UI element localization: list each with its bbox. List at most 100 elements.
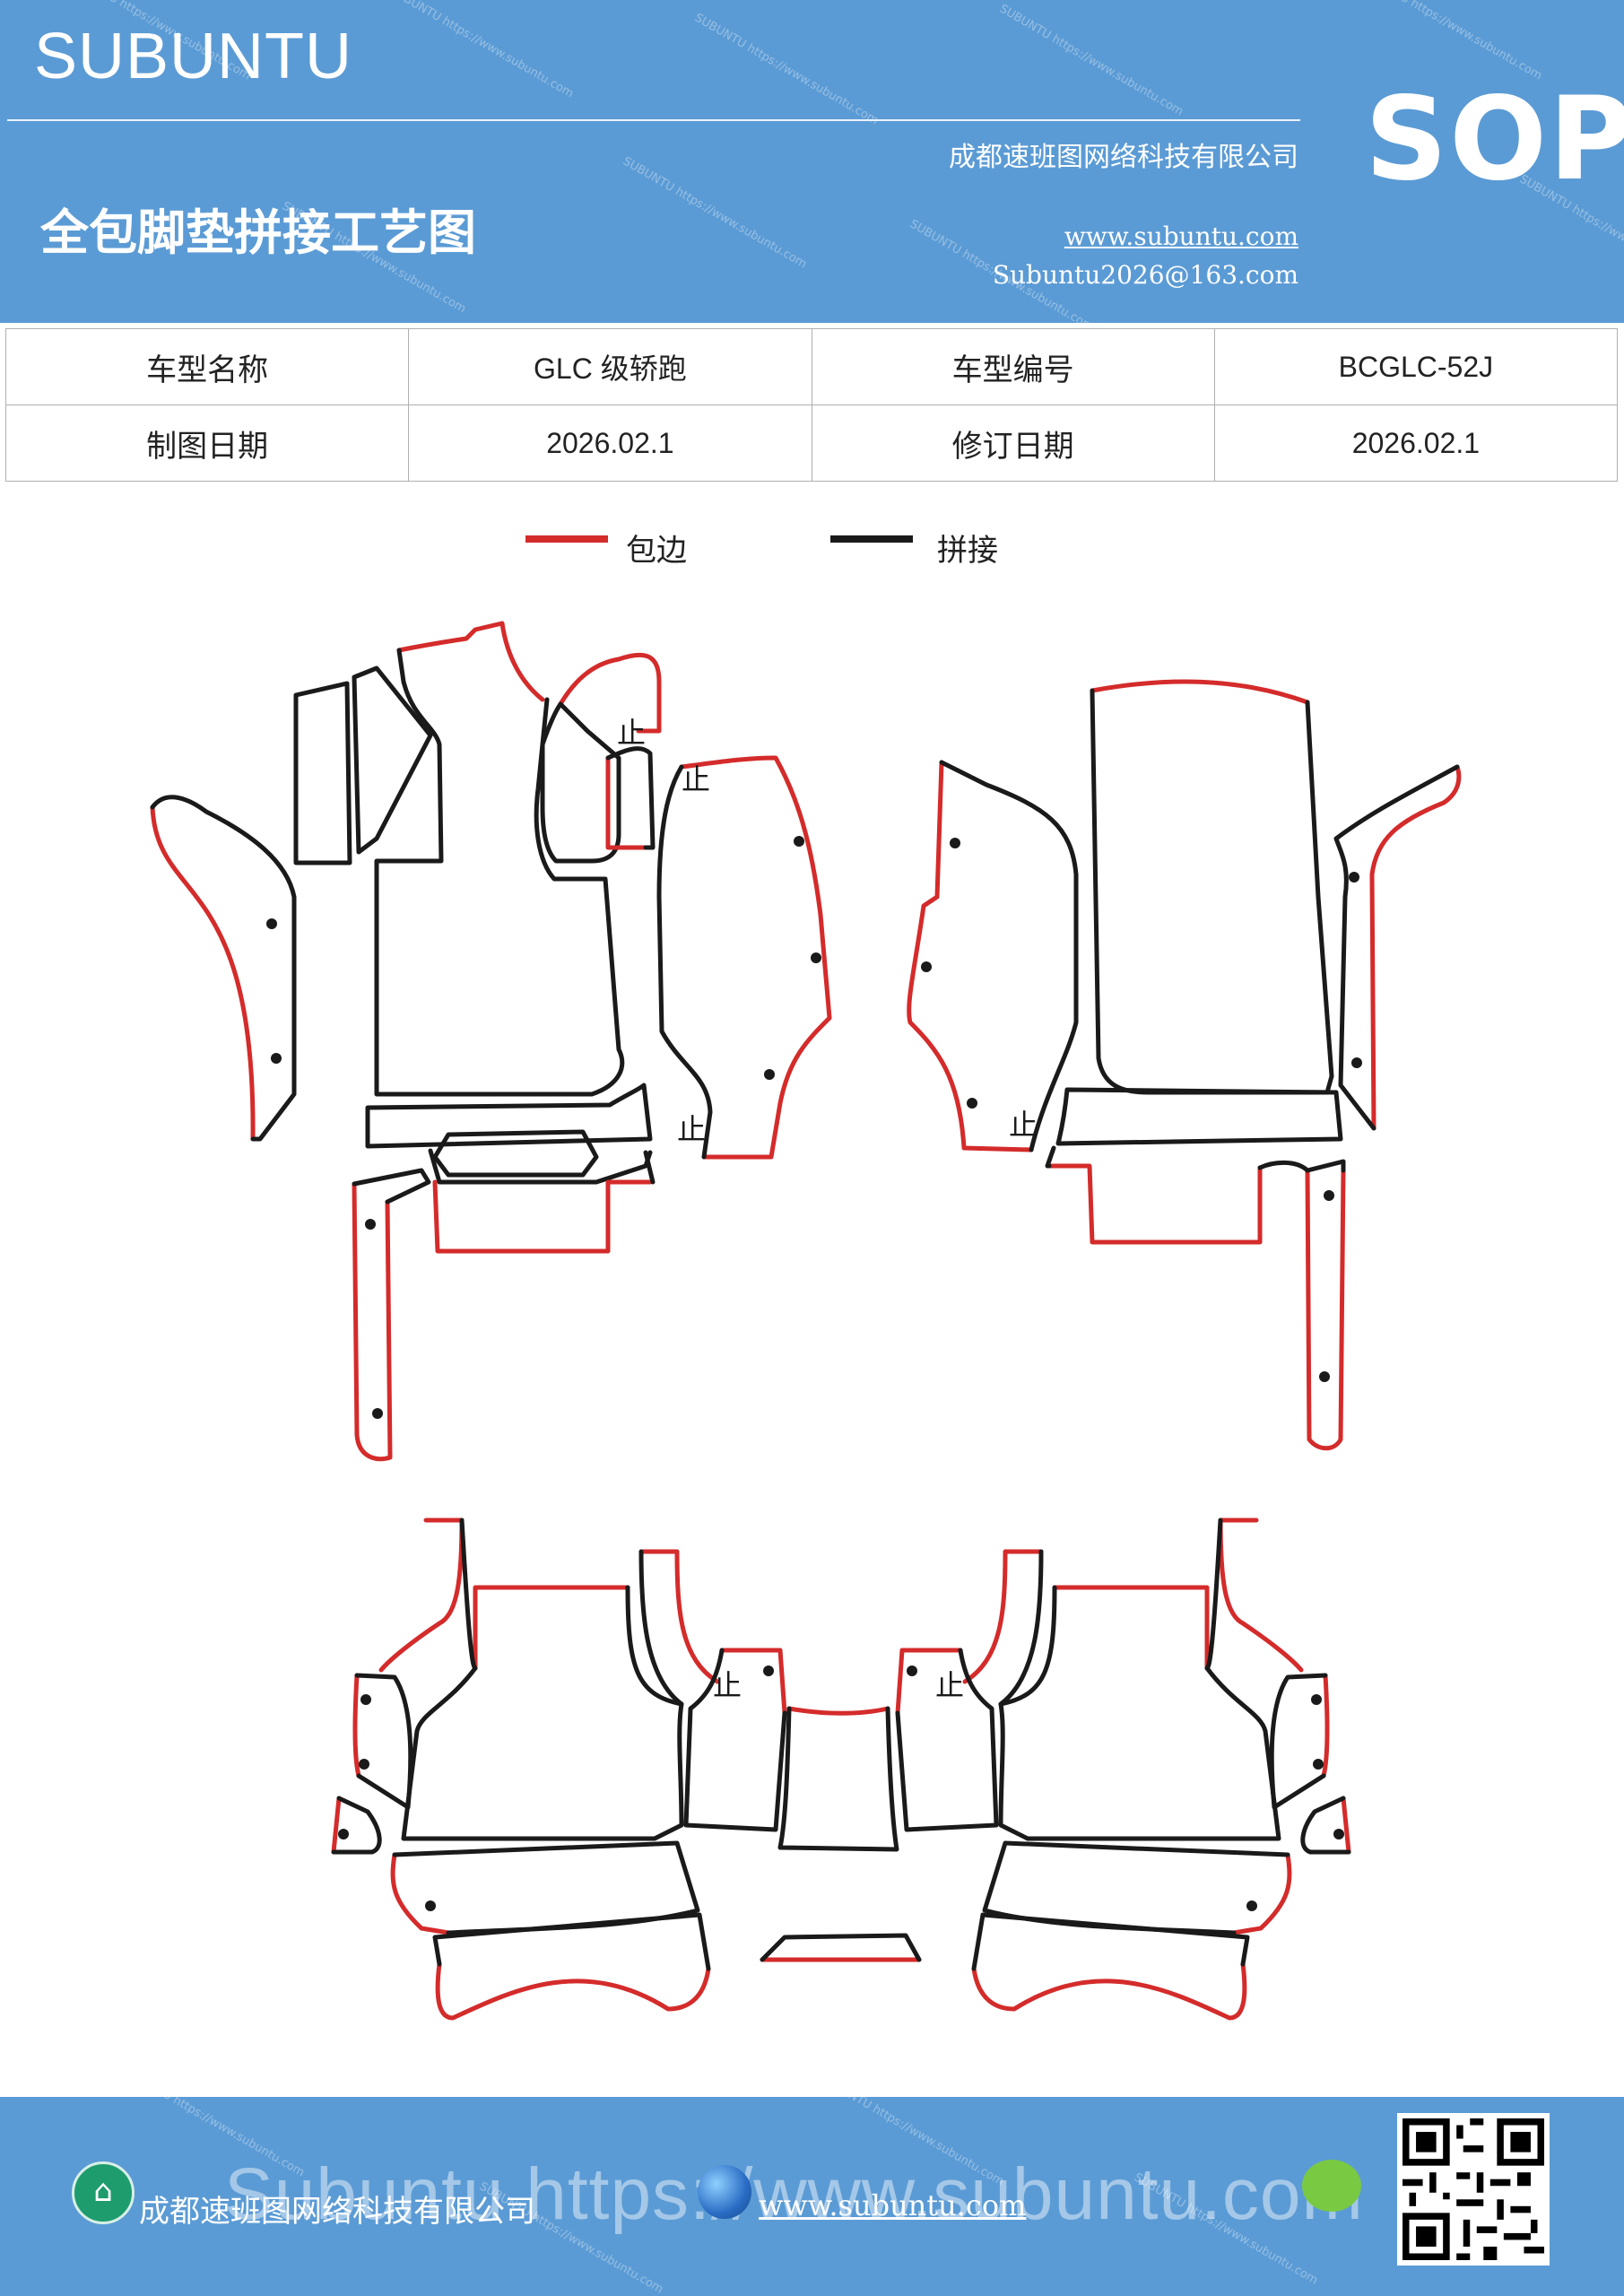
mat-piece (352, 1168, 431, 1205)
rear-right-mat-group (895, 1518, 1351, 2021)
globe-icon (698, 2165, 751, 2219)
mat-piece (352, 1673, 361, 1779)
mat-piece (352, 665, 433, 855)
mat-piece (998, 1549, 1044, 1707)
mat-piece (150, 795, 297, 1142)
legend-swatch-seam (830, 535, 913, 543)
mat-piece (1257, 1159, 1346, 1173)
mat-piece (374, 648, 625, 1097)
mat-piece (1341, 1796, 1351, 1855)
mat-piece (939, 760, 1079, 1152)
mat-piece (638, 1549, 720, 1684)
mat-piece (459, 1518, 478, 1671)
sop-label: SOP (1365, 73, 1624, 206)
stop-mark: 止 (682, 762, 710, 796)
clip-hole (372, 1408, 383, 1419)
mat-piece (786, 1706, 890, 1716)
mat-piece (365, 1083, 653, 1149)
qr-code-pattern (1403, 2118, 1544, 2260)
mat-piece (777, 1706, 899, 1852)
clip-hole (1311, 1694, 1322, 1705)
mat-piece (352, 1181, 393, 1462)
clip-hole (359, 1759, 369, 1770)
clip-hole (764, 1069, 775, 1080)
wechat-icon (1302, 2160, 1361, 2212)
mat-piece (1218, 1518, 1304, 1673)
document-title: 全包脚垫拼接工艺图 (40, 204, 476, 261)
mat-piece (331, 1796, 342, 1855)
clip-hole (266, 918, 277, 929)
mat-piece (962, 1549, 1044, 1684)
mat-piece (1369, 764, 1462, 1131)
mat-piece (1321, 1673, 1330, 1779)
clip-hole (1349, 872, 1359, 883)
clip-hole (360, 1694, 371, 1705)
mat-piece (428, 1148, 653, 1185)
mat-piece (971, 1961, 1247, 2021)
legend-swatch-edge (525, 535, 608, 543)
mat-piece (401, 1585, 684, 1841)
drawing-date-label: 制图日期 (4, 404, 410, 482)
clip-holes (266, 836, 1362, 1911)
drawing-date-value: 2026.02.1 (408, 404, 812, 482)
clip-hole (921, 961, 932, 972)
mat-piece (435, 1961, 711, 2021)
table-row: 制图日期 2026.02.1 修订日期 2026.02.1 (4, 404, 1619, 482)
clip-hole (763, 1665, 774, 1676)
mat-piece (293, 681, 352, 865)
stop-mark: 止 (1009, 1108, 1038, 1142)
clip-hole (1351, 1057, 1362, 1068)
mat-piece (719, 1648, 787, 1716)
mat-piece (1090, 688, 1334, 1095)
vehicle-info-table: 车型名称 GLC 级轿跑 车型编号 BCGLC-52J 制图日期 2026.02… (4, 328, 1619, 482)
mat-piece (396, 621, 545, 702)
mat-piece (1090, 679, 1310, 705)
legend-label-edge: 包边 (626, 533, 687, 569)
stop-mark: 止 (935, 1668, 964, 1702)
clip-hole (1319, 1371, 1330, 1382)
clip-hole (338, 1829, 349, 1839)
front-right-mat-group (907, 679, 1462, 1451)
clip-hole (271, 1053, 282, 1064)
model-code-value: BCGLC-52J (1213, 328, 1619, 405)
rear-center-mat-group (760, 1706, 922, 1962)
front-left-mat-group (150, 621, 832, 1462)
mat-piece (390, 1852, 451, 1935)
mat-piece (1300, 1796, 1351, 1855)
clip-hole (1246, 1900, 1257, 1911)
mat-piece (656, 764, 713, 1160)
mat-piece (895, 1648, 999, 1832)
mat-piece (1231, 1852, 1292, 1935)
footer-website-link[interactable]: www.subuntu.com (759, 2188, 1027, 2222)
mat-piece (1046, 1163, 1263, 1245)
mat-piece (1204, 1518, 1223, 1671)
website-link[interactable]: www.subuntu.com (1064, 222, 1298, 251)
rear-left-mat-group (331, 1518, 787, 2021)
mat-piece (679, 755, 832, 1160)
page-header: SUBUNTU https://www.subuntu.com SUBUNTU … (0, 0, 1624, 323)
clip-hole (794, 836, 804, 847)
mat-piece (473, 1585, 630, 1671)
mat-piece (1052, 1585, 1210, 1671)
mat-piece (378, 1518, 465, 1673)
mat-piece (432, 1129, 599, 1178)
mat-piece (1045, 1145, 1056, 1169)
footer-watermark-text: Subuntu https://www.subuntu.com (224, 2153, 1364, 2235)
clip-hole (365, 1219, 376, 1230)
model-name-label: 车型名称 (4, 328, 410, 405)
stop-mark: 止 (617, 716, 646, 750)
mat-piece (760, 1933, 922, 1962)
contact-email: Subuntu2026@163.com (992, 260, 1298, 290)
mat-piece (1305, 1168, 1346, 1451)
table-row: 车型名称 GLC 级轿跑 车型编号 BCGLC-52J (4, 328, 1619, 405)
stop-mark: 止 (677, 1112, 706, 1146)
footer-company-name: 成都速班图网络科技有限公司 (139, 2194, 535, 2230)
mat-piece (605, 755, 648, 850)
clip-hole (1313, 1759, 1324, 1770)
mat-piece (605, 746, 656, 850)
page-footer: SUBUNTU https://www.subuntu.com SUBUNTU … (0, 2097, 1624, 2296)
mat-piece (907, 760, 1034, 1152)
mat-piece (643, 1150, 656, 1185)
clip-hole (967, 1098, 977, 1109)
mat-piece (683, 1648, 787, 1832)
